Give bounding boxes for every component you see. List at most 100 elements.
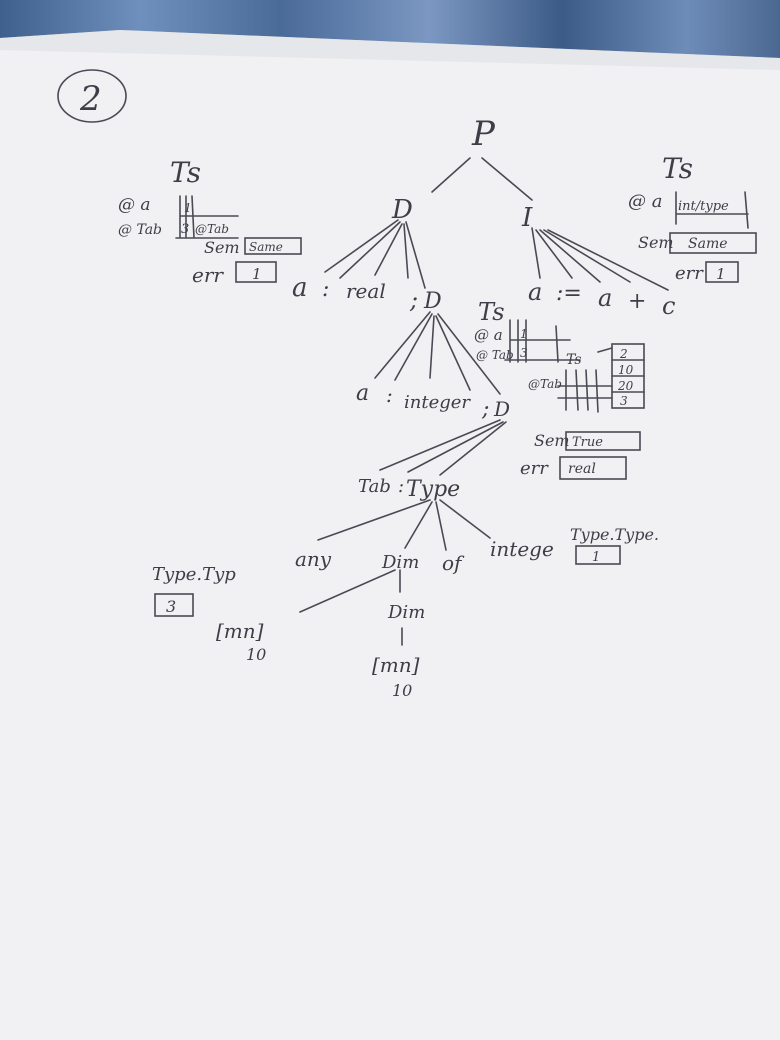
edge-d-semi <box>403 223 409 279</box>
right-ts-row-a: @ a <box>628 191 662 212</box>
right-ts-title: Ts <box>662 152 693 185</box>
node-range2: [mn] <box>372 653 420 677</box>
type-attr-box <box>575 545 621 565</box>
node-of: of <box>442 551 465 575</box>
node-range1: [mn] <box>216 619 264 643</box>
right-ts-sem-box <box>669 232 757 254</box>
mid-ts-sem-box <box>565 431 641 451</box>
mid-ts-row-tab: @ Tab <box>476 348 514 362</box>
root-node: P <box>471 114 496 154</box>
edge-type-any <box>317 499 431 541</box>
left-ts-sem-label: Sem <box>204 238 240 257</box>
page-number: 2 <box>79 79 102 119</box>
node-semi2: ; <box>481 397 489 422</box>
mid-ts-inner-tab: @Tab <box>528 377 562 391</box>
right-ts-grid <box>675 191 749 229</box>
edge-d2-semi <box>435 315 471 391</box>
typ-attr-label: Type.Typ <box>152 564 236 585</box>
node-a1: a <box>292 273 308 303</box>
paper-sheet <box>0 30 780 1040</box>
node-integer: integer <box>404 392 471 413</box>
mid-ts-grid <box>504 319 581 363</box>
mid-ts-cell-bottom: 3 <box>520 346 528 360</box>
mid-ts-inner-ts: Ts <box>566 352 582 368</box>
edge-d-colon <box>339 221 401 279</box>
mid-ts-err-value: real <box>568 461 596 477</box>
edge-d-d2 <box>405 221 426 289</box>
edge-d-real <box>374 223 403 276</box>
mid-ts-col-lines <box>597 347 645 393</box>
mid-ts-row-a: @ a <box>474 326 503 344</box>
right-ts-sem-value: Same <box>688 236 728 252</box>
left-ts-grid <box>175 195 239 239</box>
type-attr-label: Type.Type. <box>570 525 659 544</box>
node-assign: := <box>556 281 582 306</box>
edge-type-of <box>435 501 447 551</box>
node-real: real <box>346 279 386 303</box>
edge-d3-tab <box>379 419 501 471</box>
left-ts-err-box <box>235 261 277 283</box>
mid-ts-col-value-1: 10 <box>618 363 634 377</box>
right-ts-sem-label: Sem <box>638 233 674 252</box>
left-ts-cell-side: @Tab <box>195 222 229 236</box>
node-a2: a <box>528 278 542 306</box>
mid-ts-col-value-2: 20 <box>617 379 634 393</box>
mid-ts-err-box <box>559 456 627 480</box>
edge-p-i <box>481 157 533 201</box>
left-ts-sem-value: Same <box>249 240 283 254</box>
edge-d-a <box>324 219 399 273</box>
left-ts-row-a: @ a <box>118 195 151 215</box>
left-ts-cell-top: 1 <box>184 201 192 215</box>
edge-d2-d3 <box>437 313 501 395</box>
right-ts-err-label: err <box>675 263 704 284</box>
edge-d3-colon <box>407 421 504 473</box>
edge-i-assign <box>535 229 573 279</box>
mid-ts-title: Ts <box>478 298 505 326</box>
typ-attr-box <box>154 593 194 617</box>
mid-ts-col-value-3: 3 <box>620 394 628 408</box>
edge-i-a <box>531 227 541 279</box>
node-d3: D <box>493 397 510 421</box>
node-a4: a <box>356 381 369 406</box>
right-ts-row-a-value: int/type <box>678 199 729 214</box>
left-ts-sem-box <box>244 237 302 255</box>
node-colon2: : <box>386 383 393 407</box>
node-dim: Dim <box>381 552 419 573</box>
mid-ts-sem-value: True <box>572 435 603 450</box>
mid-ts-col-value-0: 2 <box>619 347 628 361</box>
edge-i-plus <box>543 229 631 283</box>
edge-dim-range <box>299 569 396 613</box>
left-ts-title: Ts <box>170 156 201 189</box>
node-range2-num: 10 <box>392 681 412 700</box>
edge-i-a2 <box>539 229 601 283</box>
node-any: any <box>295 547 332 571</box>
node-semi1: ; <box>409 286 418 314</box>
edge-d2-colon <box>394 313 433 381</box>
left-ts-row-tab: @ Tab <box>118 222 162 238</box>
node-d: D <box>391 195 413 225</box>
edge-i-c <box>547 229 669 291</box>
node-type: Type <box>406 477 460 502</box>
edge-d2-integer <box>429 315 435 379</box>
right-ts-err-box <box>705 261 739 283</box>
page-number-circle <box>57 69 127 123</box>
edge-d3-type <box>439 421 507 476</box>
left-ts-err-label: err <box>192 263 224 287</box>
mid-ts-sem-label: Sem <box>534 431 570 450</box>
node-intege: intege <box>490 537 554 561</box>
edge-type-dim <box>404 501 433 549</box>
mid-ts-inner-grid <box>557 369 613 413</box>
node-d2: D <box>423 289 442 314</box>
left-ts-err-value: 1 <box>252 265 262 283</box>
left-ts-cell-bottom: 3 <box>181 222 189 237</box>
node-i: I <box>521 203 533 233</box>
edge-p-d <box>431 157 471 193</box>
mid-ts-cell-top: 1 <box>520 327 528 341</box>
node-colon3: : <box>398 476 404 497</box>
node-a3: a <box>598 284 612 312</box>
node-range1-num: 10 <box>246 645 266 664</box>
right-ts-err-value: 1 <box>716 265 726 283</box>
node-dim2: Dim <box>387 602 425 623</box>
type-attr-value: 1 <box>592 550 600 565</box>
